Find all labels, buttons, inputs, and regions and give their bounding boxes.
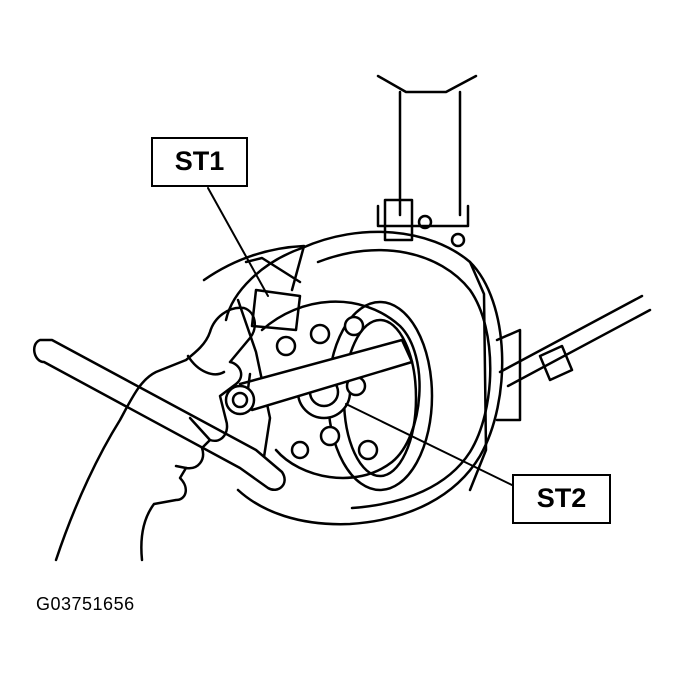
leader-lines	[207, 187, 515, 487]
brake-line	[495, 294, 652, 422]
st2-label: ST2	[512, 474, 611, 524]
strut	[376, 74, 478, 248]
st1-label: ST1	[151, 137, 248, 187]
figure-code: G03751656	[36, 594, 135, 614]
hand	[54, 306, 257, 562]
handle-rod	[32, 338, 286, 491]
